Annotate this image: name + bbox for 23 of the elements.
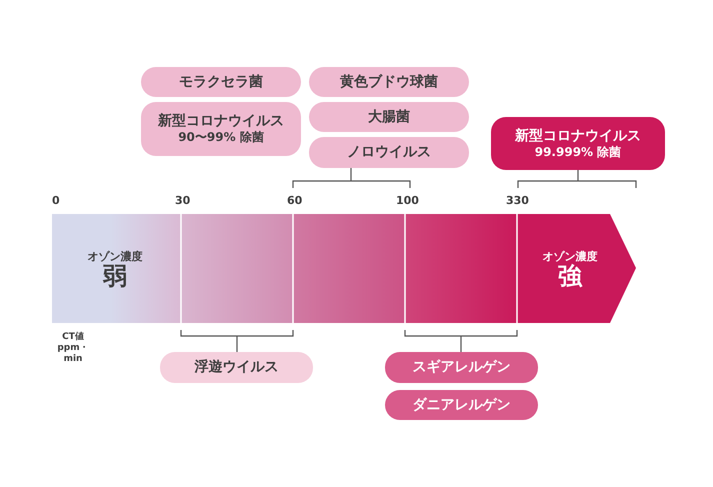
- pill-label: ノロウイルス: [309, 137, 469, 168]
- rounded-box: [491, 117, 665, 170]
- pill-label: スギアレルゲン: [385, 352, 538, 383]
- box-heading: 新型コロナウイルス: [158, 112, 284, 130]
- strength-label: 強: [558, 263, 582, 290]
- strength-label: 弱: [103, 263, 127, 290]
- box-heading: 新型コロナウイルス: [515, 126, 641, 145]
- removal-rate-text: 90〜99% 除菌: [178, 130, 264, 146]
- pill-label: ダニアレルゲン: [385, 390, 538, 420]
- pill-label: 浮遊ウイルス: [160, 352, 313, 383]
- tick-value: 100: [396, 194, 419, 207]
- tick-value: 0: [52, 194, 60, 207]
- tick-value: 60: [287, 194, 302, 207]
- removal-rate-text: 99.999% 除菌: [534, 144, 622, 160]
- axis-unit-label: CT値 ppm・min: [56, 332, 90, 364]
- pill-label: 大腸菌: [309, 102, 469, 132]
- concentration-label: オゾン濃度: [542, 250, 598, 264]
- tick-value: 330: [506, 194, 529, 207]
- rounded-box: [141, 102, 301, 156]
- concentration-label: オゾン濃度: [88, 250, 142, 264]
- tick-value: 30: [175, 194, 190, 207]
- pill-label: 黄色ブドウ球菌: [309, 67, 469, 97]
- pill-label: モラクセラ菌: [141, 67, 301, 97]
